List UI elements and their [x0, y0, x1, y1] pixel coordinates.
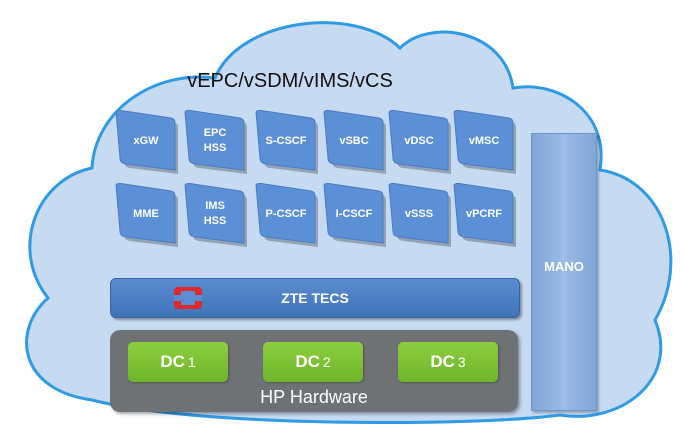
vnf-label: P-CSCF — [265, 207, 307, 220]
vnf-label: vSSS — [404, 207, 434, 220]
vnf-tile: vDSC — [387, 110, 451, 174]
vnf-label: vDSC — [404, 134, 434, 147]
zte-tecs-layer: ZTE TECS — [110, 278, 520, 318]
dc-3-number: 3 — [457, 354, 466, 370]
vnf-label: EPC HSS — [203, 127, 227, 154]
vnf-label: vSBC — [339, 134, 369, 147]
vnf-tile: vSSS — [387, 183, 451, 247]
vnf-tile: S-CSCF — [254, 110, 318, 174]
vnf-label: vMSC — [468, 134, 500, 147]
vnf-tile: EPC HSS — [183, 110, 247, 174]
dc-1-label: DC — [160, 352, 185, 371]
tecs-label: ZTE TECS — [281, 290, 349, 306]
mano-block: MANO — [531, 133, 597, 411]
dc-1-number: 1 — [187, 354, 196, 370]
vnf-tile: vSBC — [322, 110, 386, 174]
vnf-label: I-CSCF — [335, 207, 373, 220]
vnf-label: vPCRF — [465, 207, 503, 220]
vnf-label: IMS HSS — [203, 200, 227, 227]
vnf-label: S-CSCF — [265, 134, 307, 147]
vnf-label: xGW — [133, 134, 159, 147]
openstack-logo-icon — [174, 287, 202, 309]
vnf-label: MME — [133, 207, 159, 220]
vnf-tile: vMSC — [452, 110, 516, 174]
dc-2-number: 2 — [322, 354, 331, 370]
vnf-tile: I-CSCF — [322, 183, 386, 247]
vnf-tile: IMS HSS — [183, 183, 247, 247]
diagram-title: vEPC/vSDM/vIMS/vCS — [187, 70, 393, 92]
hardware-label: HP Hardware — [260, 387, 368, 407]
vnf-tile: MME — [114, 183, 178, 247]
dc-2-label: DC — [295, 352, 320, 371]
mano-label: MANO — [544, 259, 584, 274]
vnf-tile: vPCRF — [452, 183, 516, 247]
vnf-tile: P-CSCF — [254, 183, 318, 247]
dc-3-label: DC — [430, 352, 455, 371]
vnf-tile: xGW — [114, 110, 178, 174]
